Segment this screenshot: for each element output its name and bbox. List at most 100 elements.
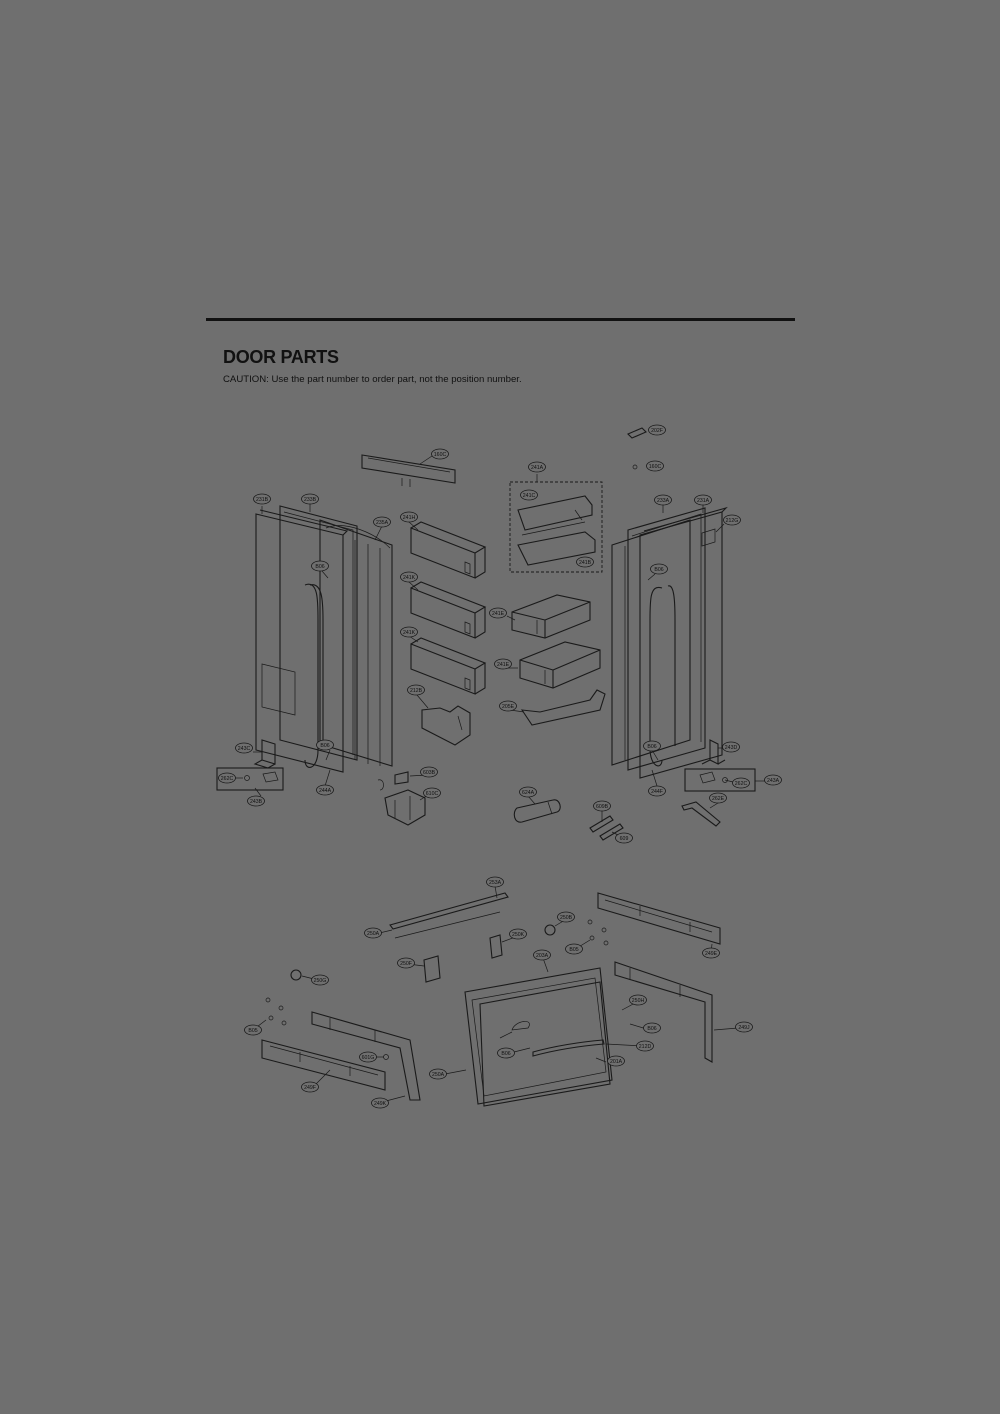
callout: 250F	[397, 957, 415, 969]
callout: 160C	[646, 460, 664, 472]
svg-text:B06: B06	[320, 743, 329, 749]
callout: B06	[643, 740, 661, 752]
top-clip-part	[627, 427, 647, 470]
svg-text:235A: 235A	[376, 520, 389, 526]
svg-text:212D: 212D	[639, 1044, 652, 1050]
callout: 610C	[423, 787, 441, 799]
callout: 241E	[489, 607, 507, 619]
callout: 250A	[429, 1068, 447, 1080]
callout: 249E	[702, 947, 720, 959]
door-shelf-support	[520, 689, 606, 726]
callout: B05	[565, 943, 583, 955]
caution-note: CAUTION: Use the part number to order pa…	[223, 374, 522, 385]
svg-text:610C: 610C	[426, 791, 439, 797]
svg-text:241C: 241C	[523, 493, 536, 499]
callout: 243D	[722, 741, 740, 753]
callout: 235A	[373, 516, 391, 528]
svg-text:212G: 212G	[726, 518, 739, 524]
svg-text:250B: 250B	[560, 915, 573, 921]
callout: B06	[643, 1022, 661, 1034]
svg-text:B06: B06	[647, 1026, 656, 1032]
leader-lines	[227, 455, 765, 1102]
svg-text:160C: 160C	[434, 452, 447, 458]
door-bin-3	[410, 637, 487, 695]
page-title: DOOR PARTS	[223, 347, 339, 367]
left-door	[255, 509, 349, 773]
svg-text:609: 609	[620, 836, 629, 842]
drawer-small-parts	[265, 919, 609, 1060]
callout: B06	[316, 739, 334, 751]
callout: 250H	[629, 994, 647, 1006]
svg-text:250F: 250F	[400, 961, 412, 967]
svg-text:243D: 243D	[725, 745, 738, 751]
svg-text:243A: 243A	[767, 778, 780, 784]
callout: 601G	[359, 1051, 377, 1063]
svg-text:253A: 253A	[489, 880, 502, 886]
svg-text:243C: 243C	[238, 746, 251, 752]
callout: 244A	[316, 784, 334, 796]
callout: B06	[311, 560, 329, 572]
svg-text:603B: 603B	[423, 770, 436, 776]
callout: 243B	[247, 795, 265, 807]
svg-text:241K: 241K	[403, 630, 416, 636]
svg-text:250H: 250H	[632, 998, 645, 1004]
callout-balloons: 202F 160C 160C 241A 231B 233B 235A 241H …	[218, 424, 782, 1109]
drawer-top-strip	[389, 892, 509, 939]
callout: 231A	[694, 494, 712, 506]
callout: 205E	[499, 700, 517, 712]
callout: 241K	[400, 626, 418, 638]
water-filter	[513, 799, 561, 823]
callout: B05	[244, 1024, 262, 1036]
callout: 603B	[420, 766, 438, 778]
callout: 250B	[557, 911, 575, 923]
right-door-liner	[611, 519, 691, 766]
svg-text:241E: 241E	[497, 662, 510, 668]
callout: B06	[497, 1047, 515, 1059]
svg-text:B05: B05	[569, 947, 578, 953]
svg-text:B06: B06	[654, 567, 663, 573]
svg-text:160C: 160C	[649, 464, 662, 470]
freezer-drawer-door	[464, 967, 613, 1107]
svg-text:243B: 243B	[250, 799, 263, 805]
callout: 624A	[519, 786, 537, 798]
callout: 253A	[486, 876, 504, 888]
svg-text:250A: 250A	[432, 1072, 445, 1078]
callout: 249J	[735, 1021, 753, 1033]
filter-cap	[589, 815, 624, 841]
header-rule	[206, 318, 795, 321]
svg-text:231B: 231B	[256, 497, 269, 503]
right-door	[639, 506, 728, 779]
callout: 241H	[400, 511, 418, 523]
door-bin-4	[511, 594, 591, 639]
svg-text:244F: 244F	[651, 789, 663, 795]
svg-text:241H: 241H	[403, 515, 416, 521]
door-bin-2	[410, 581, 487, 639]
svg-text:201A: 201A	[610, 1059, 623, 1065]
svg-text:250K: 250K	[512, 932, 525, 938]
callout: 212D	[636, 1040, 654, 1052]
callout: 250K	[509, 928, 527, 940]
bin-assembly-box	[509, 481, 603, 573]
svg-text:262C: 262C	[221, 776, 234, 782]
svg-text:233B: 233B	[304, 497, 317, 503]
svg-text:241K: 241K	[403, 575, 416, 581]
callout: 241K	[400, 571, 418, 583]
svg-text:250A: 250A	[367, 931, 380, 937]
svg-text:609B: 609B	[596, 804, 609, 810]
drawer-slide-left	[311, 1011, 421, 1101]
callout: 262C	[218, 772, 236, 784]
callout: 609	[615, 832, 633, 844]
callout: 241B	[576, 556, 594, 568]
svg-text:241A: 241A	[531, 465, 544, 471]
callout: 202F	[648, 424, 666, 436]
callout: 250A	[364, 927, 382, 939]
drawer-rail-left	[261, 1039, 386, 1091]
door-top-cap	[361, 454, 456, 487]
callout: 233A	[654, 494, 672, 506]
callout: 249K	[371, 1097, 389, 1109]
callout: 212G	[723, 514, 741, 526]
svg-text:B06: B06	[501, 1051, 510, 1057]
callout: 160C	[431, 448, 449, 460]
callout: B06	[650, 563, 668, 575]
